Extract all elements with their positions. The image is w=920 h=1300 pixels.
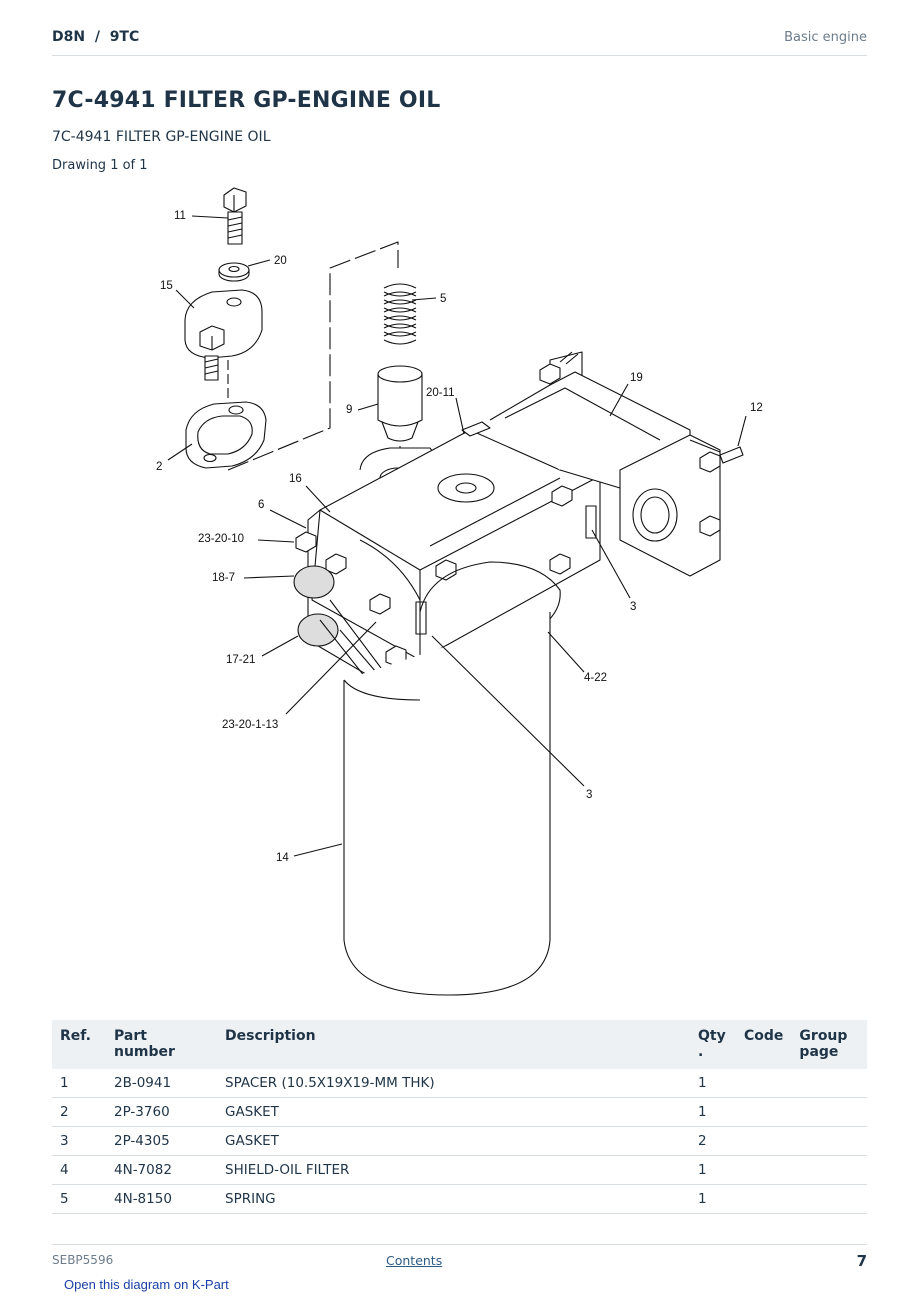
callout-label: 18-7 — [212, 572, 235, 584]
page-number: 7 — [856, 1252, 867, 1270]
callout-label: 20-11 — [426, 387, 455, 399]
filter-canister-14-drawing — [343, 612, 551, 996]
cell-part-number: 4N-7082 — [106, 1155, 217, 1185]
cell-group-page — [791, 1097, 867, 1127]
table-header-row: Ref. Part number Description Qty . Code … — [52, 1020, 867, 1069]
cell-part-number: 2B-0941 — [106, 1069, 217, 1098]
cell-qty: 1 — [690, 1184, 736, 1214]
washer-20-drawing — [218, 262, 250, 282]
footer-divider — [52, 1244, 867, 1245]
table-row: 2 2P-3760 GASKET 1 — [52, 1097, 867, 1127]
cell-group-page — [791, 1155, 867, 1185]
table-row: 5 4N-8150 SPRING 1 — [52, 1184, 867, 1214]
contents-link[interactable]: Contents — [386, 1253, 443, 1268]
open-in-kpart-link[interactable]: Open this diagram on K-Part — [64, 1277, 229, 1292]
callout-label: 16 — [289, 473, 302, 485]
cell-qty: 2 — [690, 1126, 736, 1156]
callout-label: 23-20-10 — [198, 533, 244, 545]
cell-part-number: 2P-4305 — [106, 1126, 217, 1156]
cell-description: SPRING — [217, 1184, 690, 1214]
column-header-description: Description — [217, 1020, 690, 1069]
document-id: SEBP5596 — [52, 1253, 114, 1267]
page-header: D8N / 9TC Basic engine — [52, 28, 867, 56]
cell-group-page — [791, 1184, 867, 1214]
parts-diagram: 11 20 15 5 9 20-11 19 12 2 16 6 23-20-10… — [156, 187, 763, 996]
page-subtitle: 7C-4941 FILTER GP-ENGINE OIL — [52, 129, 271, 145]
callout-label: 6 — [258, 499, 264, 511]
callout-label: 4-22 — [584, 672, 607, 684]
callout-label: 23-20-1-13 — [222, 719, 278, 731]
cell-part-number: 4N-8150 — [106, 1184, 217, 1214]
callout-label: 5 — [440, 293, 446, 305]
column-header-qty: Qty . — [690, 1020, 736, 1069]
diagram-callouts: 11 20 15 5 9 20-11 19 12 2 16 6 23-20-10… — [156, 210, 763, 864]
cell-qty: 1 — [690, 1097, 736, 1127]
callout-label: 9 — [346, 404, 352, 416]
page-title: 7C-4941 FILTER GP-ENGINE OIL — [52, 88, 441, 113]
cell-group-page — [791, 1126, 867, 1156]
callout-label: 20 — [274, 255, 287, 267]
parts-table: Ref. Part number Description Qty . Code … — [52, 1020, 867, 1214]
cell-qty: 1 — [690, 1155, 736, 1185]
cell-code — [736, 1069, 792, 1098]
cell-code — [736, 1097, 792, 1127]
column-header-code: Code — [736, 1020, 792, 1069]
column-header-group-page: Group page — [791, 1020, 867, 1069]
cell-ref: 5 — [52, 1184, 106, 1214]
callout-label: 15 — [160, 280, 173, 292]
cell-ref: 4 — [52, 1155, 106, 1185]
filter-base-housing-drawing — [293, 351, 744, 713]
table-row: 1 2B-0941 SPACER (10.5X19X19-MM THK) 1 — [52, 1069, 867, 1098]
callout-label: 17-21 — [226, 654, 255, 666]
column-header-ref: Ref. — [52, 1020, 106, 1069]
callout-label: 14 — [276, 852, 289, 864]
cell-code — [736, 1184, 792, 1214]
cell-code — [736, 1126, 792, 1156]
callout-label: 12 — [750, 402, 763, 414]
cell-description: GASKET — [217, 1126, 690, 1156]
callout-label: 3 — [586, 789, 592, 801]
drawing-count-label: Drawing 1 of 1 — [52, 158, 148, 173]
cell-ref: 2 — [52, 1097, 106, 1127]
cell-group-page — [791, 1069, 867, 1098]
cell-qty: 1 — [690, 1069, 736, 1098]
cell-part-number: 2P-3760 — [106, 1097, 217, 1127]
callout-label: 19 — [630, 372, 643, 384]
column-header-part-number: Part number — [106, 1020, 217, 1069]
table-row: 4 4N-7082 SHIELD-OIL FILTER 1 — [52, 1155, 867, 1185]
cell-description: SHIELD-OIL FILTER — [217, 1155, 690, 1185]
callout-label: 3 — [630, 601, 636, 613]
cell-code — [736, 1155, 792, 1185]
callout-label: 2 — [156, 461, 162, 473]
cell-ref: 3 — [52, 1126, 106, 1156]
cell-description: SPACER (10.5X19X19-MM THK) — [217, 1069, 690, 1098]
callout-label: 11 — [174, 210, 186, 222]
spring-5-drawing — [383, 283, 417, 345]
cell-description: GASKET — [217, 1097, 690, 1127]
gasket-2-drawing — [185, 401, 267, 469]
model-label: D8N / 9TC — [52, 29, 140, 45]
cell-ref: 1 — [52, 1069, 106, 1098]
table-row: 3 2P-4305 GASKET 2 — [52, 1126, 867, 1156]
section-label: Basic engine — [784, 30, 867, 45]
bolt-11-drawing — [223, 187, 247, 245]
flange-15-drawing — [184, 289, 263, 381]
